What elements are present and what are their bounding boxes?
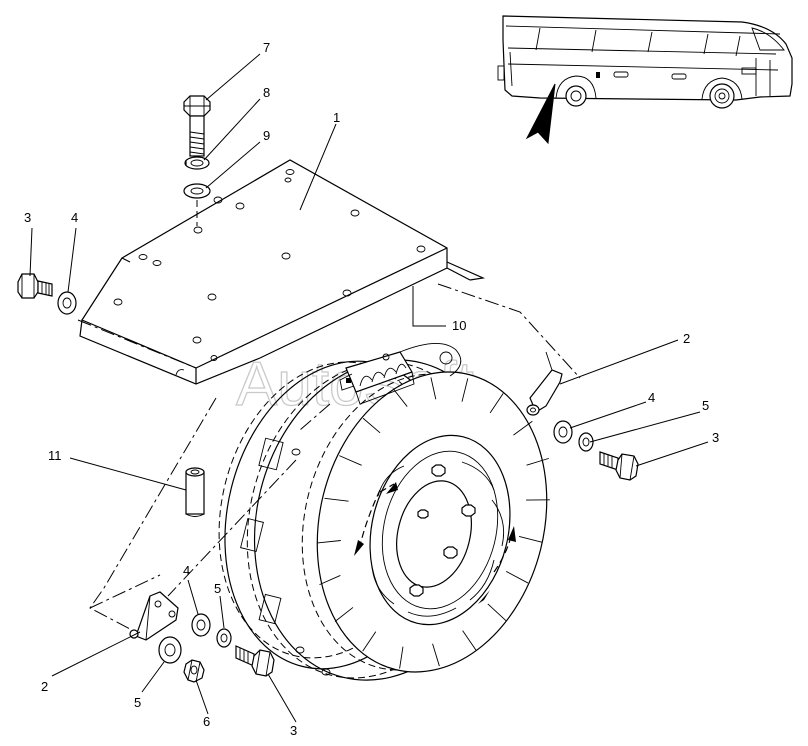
location-arrow-icon	[525, 83, 556, 145]
callout-5-right: 5	[702, 398, 709, 413]
callout-5-bottom: 5	[134, 695, 141, 710]
callout-2-lower: 2	[41, 679, 48, 694]
callout-11: 11	[48, 448, 62, 463]
flat-washer-top	[183, 183, 211, 199]
flat-washer-left	[57, 291, 77, 315]
callout-2-right: 2	[683, 331, 690, 346]
callout-3-left: 3	[24, 210, 31, 225]
callout-1: 1	[333, 110, 340, 125]
callout-8: 8	[263, 85, 270, 100]
bolt-right	[599, 451, 639, 481]
flat-washer-right	[553, 420, 573, 444]
callout-6: 6	[203, 714, 210, 729]
callout-10: 10	[452, 318, 466, 333]
bolt-top	[183, 95, 211, 157]
nut-lower	[183, 659, 205, 683]
callout-3-lower: 3	[290, 723, 297, 738]
bolt-left	[17, 273, 53, 299]
leader-lines	[29, 53, 709, 723]
bolt-lower	[235, 645, 275, 677]
lock-washer-right	[578, 432, 594, 452]
callout-5-lower: 5	[214, 581, 221, 596]
left-bracket	[129, 591, 179, 641]
callout-9: 9	[263, 128, 270, 143]
retarder-assembly	[218, 343, 550, 681]
bus-icon	[497, 15, 793, 109]
callout-4-lower: 4	[183, 563, 190, 578]
callout-4-right: 4	[648, 390, 655, 405]
callout-4-left: 4	[71, 210, 78, 225]
right-bracket	[526, 351, 563, 416]
mounting-plate	[79, 159, 486, 385]
flat-washer-lower	[191, 613, 211, 637]
lock-washer-lower	[216, 628, 232, 648]
callout-3-right: 3	[712, 430, 719, 445]
lock-washer-top	[184, 156, 210, 170]
washer-under-bracket	[158, 636, 182, 664]
callout-7: 7	[263, 40, 270, 55]
spacer-sleeve	[185, 467, 205, 517]
